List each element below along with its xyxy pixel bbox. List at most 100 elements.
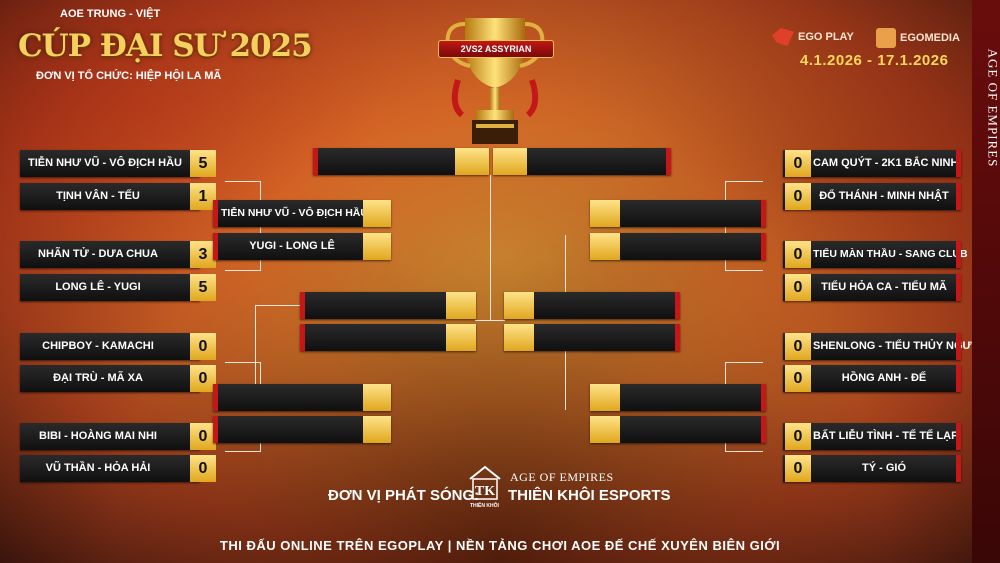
team-name: TỊNH VÂN - TẾU — [56, 190, 140, 202]
ego-media-logo: EGOMEDIA — [876, 28, 960, 48]
match-slot-right-r1: 0 SHENLONG - TIỂU THỦY NGƯ — [783, 333, 972, 360]
team-score: 0 — [785, 365, 811, 392]
match-slot-left-r1: CHIPBOY - KAMACHI 0 — [20, 333, 216, 360]
match-slot-left-r2 — [213, 384, 391, 411]
bracket-line — [260, 362, 261, 402]
final-slot-right — [493, 148, 671, 175]
svg-text:TK: TK — [475, 484, 495, 499]
team-name: BẤT LIỄU TÌNH - TẾ TẾ LẠP — [813, 430, 959, 442]
broadcaster-label: ĐƠN VỊ PHÁT SÓNG: — [328, 487, 480, 504]
event-title: CÚP ĐẠI SƯ 2025 — [18, 28, 313, 64]
match-slot-left-r1: TỊNH VÂN - TẾU 1 — [20, 183, 216, 210]
bracket-line — [255, 305, 256, 405]
red-accent — [666, 148, 671, 175]
score-slot — [363, 233, 391, 260]
match-slot-right-r1: 0 HỒNG ANH - ĐẾ — [783, 365, 961, 392]
match-slot-right-r2 — [590, 200, 766, 227]
team-name: TÝ - GIÓ — [862, 462, 906, 474]
match-slot-left-r1: ĐẠI TRÙ - MÃ XA 0 — [20, 365, 216, 392]
score-slot — [363, 200, 391, 227]
bracket-line — [725, 362, 763, 363]
ego-media-icon — [876, 28, 896, 48]
team-score: 0 — [785, 150, 811, 177]
match-slot-left-semi — [300, 324, 476, 351]
bracket-line — [565, 235, 566, 295]
red-accent — [213, 233, 218, 260]
red-accent — [956, 333, 961, 360]
match-slot-right-r1: 0 TIỂU MÀN THẦU - SANG CLUB — [783, 241, 968, 268]
match-slot-right-r1: 0 ĐỔ THÁNH - MINH NHẬT — [783, 183, 961, 210]
red-accent — [313, 148, 318, 175]
red-accent — [213, 416, 218, 443]
red-accent — [956, 150, 961, 177]
score-slot — [363, 416, 391, 443]
team-name: ĐỔ THÁNH - MINH NHẬT — [819, 190, 949, 202]
broadcaster-name: THIÊN KHÔI ESPORTS — [508, 487, 671, 504]
score-slot — [590, 200, 620, 227]
score-slot — [446, 292, 476, 319]
red-accent — [675, 324, 680, 351]
team-name: SHENLONG - TIỂU THỦY NGƯ — [813, 340, 972, 352]
bracket-line — [565, 340, 566, 410]
ego-play-text: EGO PLAY — [798, 31, 854, 43]
match-slot-right-r1: 0 CAM QUÝT - 2K1 BẮC NINH — [783, 150, 961, 177]
score-slot — [446, 324, 476, 351]
red-accent — [213, 200, 218, 227]
team-name: LONG LÊ - YUGI — [55, 281, 141, 293]
tournament-dates: 4.1.2026 - 17.1.2026 — [800, 52, 949, 69]
red-accent — [761, 416, 766, 443]
team-name: TIỄN NHƯ VŨ - VÔ ĐỊCH HẦU — [28, 157, 182, 169]
team-score: 5 — [190, 274, 216, 301]
score-slot — [493, 148, 527, 175]
match-slot-right-r1: 0 TIỂU HỎA CA - TIỂU MÃ — [783, 274, 961, 301]
team-score: 3 — [190, 241, 216, 268]
bracket-line — [490, 175, 491, 320]
match-slot-right-r2 — [590, 416, 766, 443]
red-accent — [956, 241, 961, 268]
match-slot-left-r1: LONG LÊ - YUGI 5 — [20, 274, 216, 301]
team-name: CHIPBOY - KAMACHI — [42, 340, 154, 352]
ego-play-icon — [772, 28, 794, 46]
red-accent — [761, 384, 766, 411]
team-score: 0 — [785, 455, 811, 482]
red-accent — [956, 455, 961, 482]
trophy-icon — [445, 18, 545, 144]
team-name: TIỂU MÀN THẦU - SANG CLUB — [813, 248, 968, 260]
bracket-line — [475, 320, 505, 321]
bracket-line — [725, 181, 763, 182]
bracket-line — [225, 362, 261, 363]
score-slot — [590, 384, 620, 411]
team-name: TIỄN NHƯ VŨ - VÔ ĐỊCH HẦU — [221, 207, 368, 219]
team-score: 0 — [190, 455, 216, 482]
red-accent — [956, 423, 961, 450]
team-score: 1 — [190, 183, 216, 210]
team-score: 0 — [785, 241, 811, 268]
side-brand-text: AGE OF EMPIRES — [985, 48, 1000, 168]
match-slot-left-r1: TIỄN NHƯ VŨ - VÔ ĐỊCH HẦU 5 — [20, 150, 216, 177]
team-score: 0 — [190, 333, 216, 360]
footer-text: THI ĐẤU ONLINE TRÊN EGOPLAY | NỀN TẢNG C… — [219, 538, 781, 553]
tournament-format-label: 2VS2 ASSYRIAN — [438, 40, 554, 58]
match-slot-left-r2: TIỄN NHƯ VŨ - VÔ ĐỊCH HẦU — [213, 200, 391, 227]
match-slot-right-r2 — [590, 233, 766, 260]
score-slot — [455, 148, 489, 175]
red-accent — [675, 292, 680, 319]
team-score: 0 — [785, 333, 811, 360]
thien-khoi-logo-icon: TK — [469, 465, 501, 500]
match-slot-left-r1: VŨ THẦN - HỎA HẢI 0 — [20, 455, 216, 482]
team-name: BIBI - HOÀNG MAI NHI — [39, 430, 157, 442]
bracket-line — [725, 362, 726, 402]
bracket-line — [725, 451, 763, 452]
team-score: 0 — [190, 365, 216, 392]
match-slot-right-semi — [504, 292, 680, 319]
match-slot-left-r1: BIBI - HOÀNG MAI NHI 0 — [20, 423, 216, 450]
score-slot — [504, 292, 534, 319]
aoe-wordmark: AGE OF EMPIRES — [510, 470, 614, 484]
red-accent — [300, 292, 305, 319]
team-score: 0 — [785, 423, 811, 450]
team-name: NHÃN TỬ - DƯA CHUA — [38, 248, 158, 260]
red-accent — [213, 384, 218, 411]
bracket-line — [225, 270, 261, 271]
score-slot — [504, 324, 534, 351]
bracket-line — [725, 270, 763, 271]
